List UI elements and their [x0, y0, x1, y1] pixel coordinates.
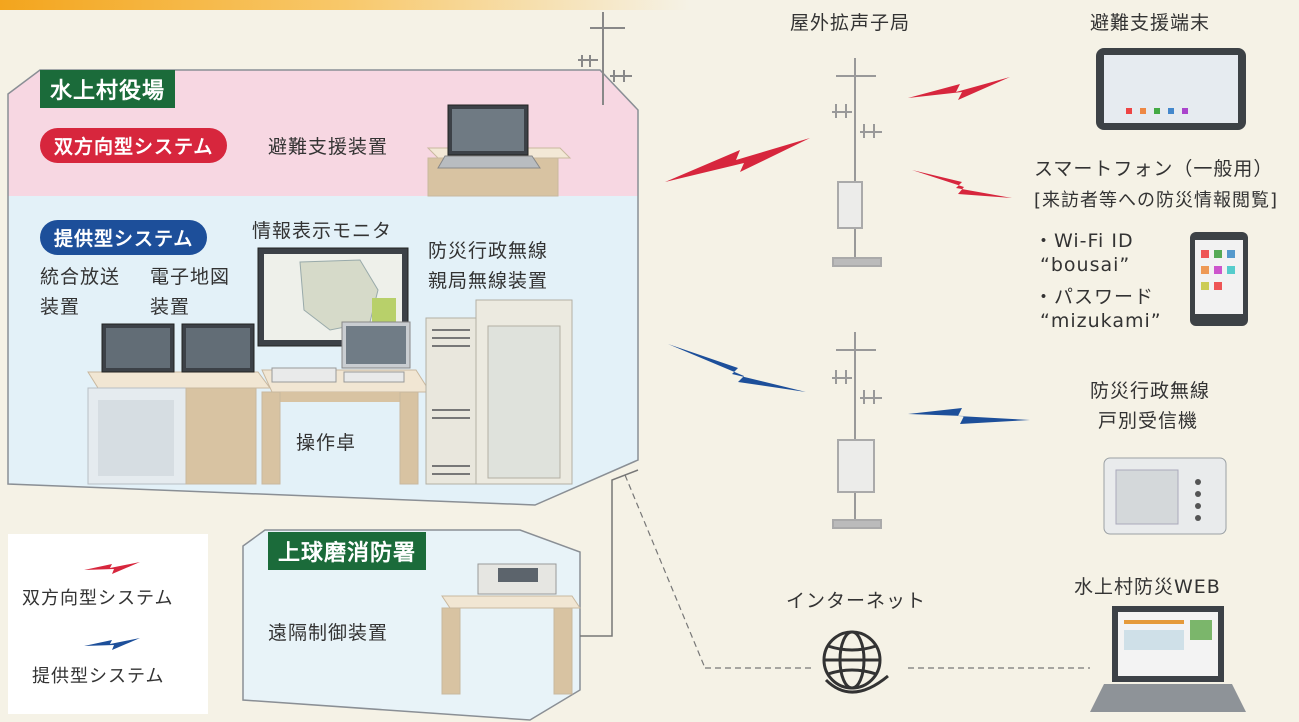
- lightning-red-3: [912, 170, 1012, 198]
- web-label: 水上村防災WEB: [1074, 576, 1221, 598]
- legend: 双方向型システム 提供型システム: [8, 534, 208, 714]
- legend-two-way-label: 双方向型システム: [22, 588, 174, 609]
- radio-main-label-2: 親局無線装置: [428, 270, 549, 292]
- provide-pill: 提供型システム: [40, 220, 208, 255]
- map-label-1: 電子地図: [150, 266, 231, 288]
- web-laptop: [1090, 606, 1246, 712]
- visitor-note: [来訪者等への防災情報閲覧]: [1034, 190, 1279, 211]
- outdoor-speaker-label: 屋外拡声子局: [790, 12, 911, 34]
- legend-bolts: [84, 562, 140, 650]
- password-value: “mizukami”: [1040, 310, 1162, 332]
- fire-station-line: [580, 469, 639, 637]
- two-way-pill: 双方向型システム: [40, 128, 228, 163]
- internet-globe-icon: [822, 630, 889, 694]
- radio-racks: [425, 299, 573, 485]
- household-receiver-label-1: 防災行政無線: [1090, 380, 1211, 402]
- lightning-red-1: [665, 138, 810, 182]
- evac-tablet: [1096, 48, 1246, 130]
- evac-terminal-label: 避難支援端末: [1090, 12, 1211, 34]
- legend-red-bolt: [84, 562, 140, 574]
- console-desks: [87, 247, 431, 485]
- wifi-id-label: ・Wi-Fi ID: [1034, 230, 1134, 252]
- household-receiver-label-2: 戸別受信機: [1098, 410, 1199, 432]
- office-internet-line: [624, 474, 706, 669]
- speaker-pole-top: [832, 58, 882, 267]
- broadcast-label-1: 統合放送: [40, 266, 121, 288]
- remote-control-label: 遠隔制御装置: [268, 622, 389, 644]
- top-banner: [0, 0, 690, 10]
- smartphone-device: [1190, 232, 1248, 326]
- evac-device-desk: [426, 104, 572, 197]
- speaker-pole-bottom: [832, 332, 882, 529]
- info-monitor-label: 情報表示モニタ: [252, 220, 393, 242]
- legend-provide-label: 提供型システム: [32, 666, 165, 687]
- office-title: 水上村役場: [40, 70, 176, 108]
- map-label-2: 装置: [150, 296, 191, 318]
- console-label: 操作卓: [296, 432, 357, 454]
- lightning-blue-1: [668, 344, 806, 392]
- lightning-red-2: [908, 77, 1010, 100]
- fire-station-title: 上球磨消防署: [268, 532, 427, 570]
- wifi-id-value: “bousai”: [1040, 254, 1131, 276]
- smartphone-label: スマートフォン（一般用）: [1034, 158, 1274, 180]
- internet-label: インターネット: [786, 590, 927, 612]
- broadcast-label-2: 装置: [40, 296, 81, 318]
- remote-desk: [441, 563, 581, 695]
- household-receiver: [1103, 457, 1227, 535]
- office-antenna: [578, 12, 632, 105]
- password-label: ・パスワード: [1034, 286, 1155, 308]
- radio-main-label-1: 防災行政無線: [428, 240, 549, 262]
- evac-device-label: 避難支援装置: [268, 136, 389, 158]
- legend-blue-bolt: [84, 638, 140, 650]
- lightning-blue-2: [908, 408, 1030, 424]
